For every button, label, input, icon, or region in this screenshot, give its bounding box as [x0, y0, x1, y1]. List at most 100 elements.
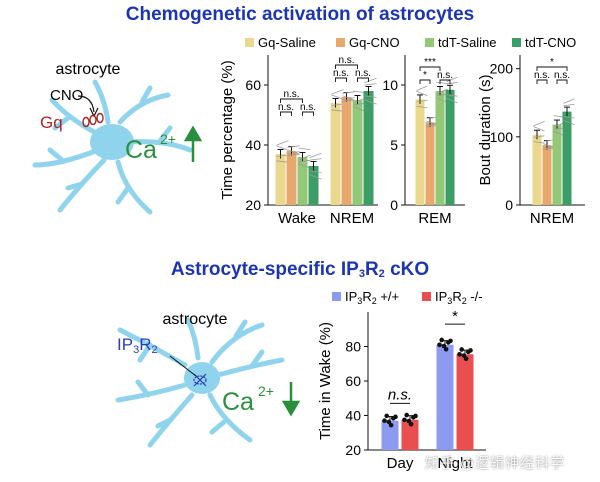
- paired-line: [446, 76, 458, 82]
- data-point: [406, 418, 412, 424]
- paired-line: [416, 90, 428, 97]
- y-tick-label: 20: [345, 442, 361, 458]
- paired-line: [533, 120, 545, 127]
- significance-bracket: [280, 111, 292, 116]
- paired-line: [298, 147, 311, 150]
- significance-label: n.s.: [338, 55, 354, 66]
- ca-sup-top: 2+: [160, 131, 176, 147]
- bar: [352, 100, 363, 205]
- bar: [341, 97, 352, 205]
- paired-line: [287, 150, 300, 157]
- legend-bottom: IP3R2 +/+IP3R2 -/-: [332, 289, 483, 306]
- x-category-label: Night: [437, 455, 473, 472]
- x-category-label: REM: [418, 210, 451, 227]
- ip3r2-label: IP3R2: [117, 335, 158, 356]
- legend-label: tdT-CNO: [525, 35, 576, 50]
- cko-title-sub3: 3: [358, 268, 365, 280]
- bar: [297, 157, 308, 205]
- data-point: [393, 414, 398, 420]
- ip3r2-prefix: IP: [117, 335, 133, 354]
- data-point: [382, 418, 387, 423]
- legend-swatch: [245, 38, 254, 47]
- paired-line: [446, 94, 458, 97]
- significance-bracket: [335, 64, 358, 69]
- paired-line: [342, 91, 355, 94]
- significance-bracket: [357, 77, 369, 82]
- significance-label: n.s.: [300, 102, 316, 113]
- paired-line: [533, 126, 545, 132]
- data-point: [413, 413, 418, 419]
- significance-label: *: [550, 57, 554, 68]
- paired-line: [533, 141, 545, 144]
- legend-sub2: 2: [462, 296, 467, 306]
- significance-label: *: [423, 70, 427, 81]
- paired-line: [563, 103, 575, 107]
- ca-sup-bottom: 2+: [258, 383, 274, 399]
- paired-line: [364, 83, 377, 86]
- paired-line: [364, 77, 377, 84]
- legend-r: R: [452, 289, 461, 304]
- y-tick-label: 40: [345, 408, 361, 424]
- y-tick-label: 200: [490, 61, 514, 77]
- legend-sub3: 3: [357, 296, 362, 306]
- data-point: [384, 413, 390, 419]
- legend-geno: -/-: [467, 289, 483, 304]
- bar: [445, 89, 455, 205]
- y-tick-label: 0: [505, 197, 513, 213]
- legend-swatch: [512, 38, 521, 47]
- y-axis-label: Time percentage (%): [219, 60, 236, 200]
- y-tick-label: 5: [390, 137, 398, 153]
- x-category-label: Wake: [278, 210, 316, 227]
- astrocyte-bottom-label: astrocyte: [163, 311, 228, 328]
- data-point: [443, 346, 449, 352]
- data-point: [388, 422, 394, 428]
- paired-line: [563, 98, 575, 104]
- significance-bracket: [335, 77, 347, 82]
- bar: [401, 419, 419, 450]
- y-tick-label: 10: [382, 77, 398, 93]
- significance-bracket: [419, 79, 431, 84]
- paired-line: [287, 149, 300, 155]
- cno-arrow-line: [77, 95, 95, 113]
- data-point: [437, 342, 442, 348]
- legend-label: Gq-CNO: [349, 35, 400, 50]
- data-point: [457, 351, 462, 357]
- bar: [552, 124, 562, 205]
- legend-r: R: [362, 289, 371, 304]
- paired-line: [364, 99, 377, 105]
- y-tick-label: 60: [245, 77, 261, 93]
- significance-label: n.s.: [534, 70, 550, 81]
- data-point: [459, 347, 465, 352]
- significance-label: *: [452, 308, 458, 325]
- y-axis-label: Bout duration (s): [477, 75, 494, 186]
- significance-bracket: [536, 66, 568, 71]
- legend-swatch: [332, 292, 341, 301]
- x-category-label: NREM: [330, 210, 374, 227]
- cko-title-prefix: Astrocyte-specific IP: [170, 259, 359, 280]
- legend-prefix: IP: [345, 289, 357, 304]
- legend-swatch: [425, 38, 434, 47]
- bar: [436, 344, 454, 450]
- significance-label: n.s.: [283, 89, 299, 100]
- significance-label: n.s.: [388, 386, 412, 403]
- cko-title-suffix: cKO: [384, 259, 430, 280]
- bar: [562, 111, 572, 205]
- legend-label: IP3R2 -/-: [435, 289, 483, 306]
- data-point: [463, 356, 469, 362]
- paired-line: [309, 170, 322, 173]
- ip3r2-r: R: [139, 335, 151, 354]
- data-point: [461, 353, 467, 358]
- gq-label: Gq: [40, 113, 63, 132]
- legend-label: IP3R2 +/+: [345, 289, 399, 306]
- bar: [286, 151, 297, 205]
- ip3r2-sub3: 3: [133, 344, 139, 356]
- significance-label: n.s.: [437, 70, 453, 81]
- watermark: 知乎 @逻辑神经科学: [425, 455, 566, 471]
- paired-line: [563, 119, 575, 126]
- data-point: [448, 338, 453, 344]
- y-tick-label: 0: [390, 197, 398, 213]
